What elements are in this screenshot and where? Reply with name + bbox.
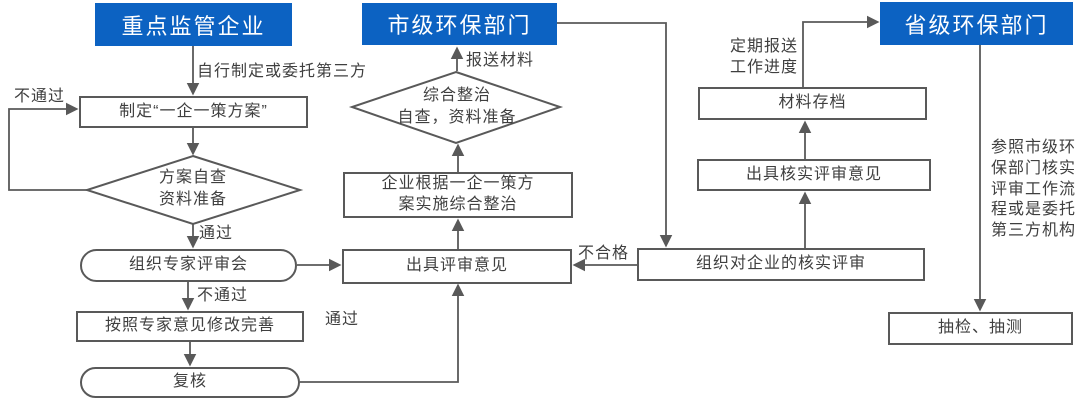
edge-archive-to-provincial [802,15,880,87]
implement-line2: 案实施综合整治 [398,196,518,213]
provincial-note-line3: 评审工作流 [991,180,1077,198]
report-progress-line1: 定期报送 [730,38,799,55]
edge-recheck-to-opinion [300,283,465,383]
label-fail-expert-meeting: 不通过 [197,287,249,304]
header-provincial-epa: 省级环保部门 [880,2,1073,45]
provincial-note-line1: 参照市级环 [991,139,1077,156]
label-report-progress: 定期报送 工作进度 [730,37,798,79]
edge-fail-loop-to-makeplan [8,102,87,191]
provincial-note-line2: 保部门核实 [991,159,1077,177]
provincial-note-line5: 第三方机构 [991,222,1077,240]
diamond-plan-self-check-label: 方案自查 资料准备 [113,158,273,220]
remediation-check-line1: 综合整治 [422,87,491,105]
report-progress-line2: 工作进度 [730,58,799,76]
header-municipal-epa: 市级环保部门 [362,3,557,45]
label-pass-plan-review: 通过 [199,225,234,242]
label-self-or-third-party: 自行制定或委托第三方 [197,63,368,80]
node-make-plan: 制定“一企一策方案” [79,96,308,128]
label-unqualified: 不合格 [578,245,630,262]
node-expert-meeting: 组织专家评审会 [80,249,297,282]
label-pass-recheck: 通过 [325,311,360,328]
label-fail-plan-review: 不通过 [14,88,66,105]
node-implement-remediation: 企业根据一企一策方 案实施综合整治 [343,172,573,218]
diamond-plan-self-check [83,154,304,226]
plan-self-check-line2: 资料准备 [158,191,227,208]
label-submit-materials: 报送材料 [466,52,535,69]
node-revise: 按照专家意见修改完善 [76,311,304,342]
plan-self-check-line1: 方案自查 [158,169,227,187]
diamond-remediation-check-label: 综合整治 自查，资料准备 [376,76,538,138]
diamond-remediation-check [348,70,564,145]
implement-line1: 企业根据一企一策方 [381,175,535,193]
remediation-check-line2: 自查，资料准备 [397,109,517,126]
provincial-note-line4: 程或是委托 [991,201,1077,219]
node-recheck: 复核 [80,367,300,398]
node-issue-opinion: 出具评审意见 [342,249,572,284]
node-spot-check: 抽检、抽测 [888,312,1073,345]
annotation-provincial-note: 参照市级环 保部门核实 评审工作流 程或是委托 第三方机构 [991,138,1076,242]
node-org-verify-review: 组织对企业的核实评审 [637,248,925,281]
node-archive: 材料存档 [698,87,927,120]
header-key-enterprise: 重点监管企业 [95,3,292,46]
edge-municipal-to-orgreview [557,22,673,248]
node-issue-verify-opinion: 出具核实评审意见 [697,159,931,191]
